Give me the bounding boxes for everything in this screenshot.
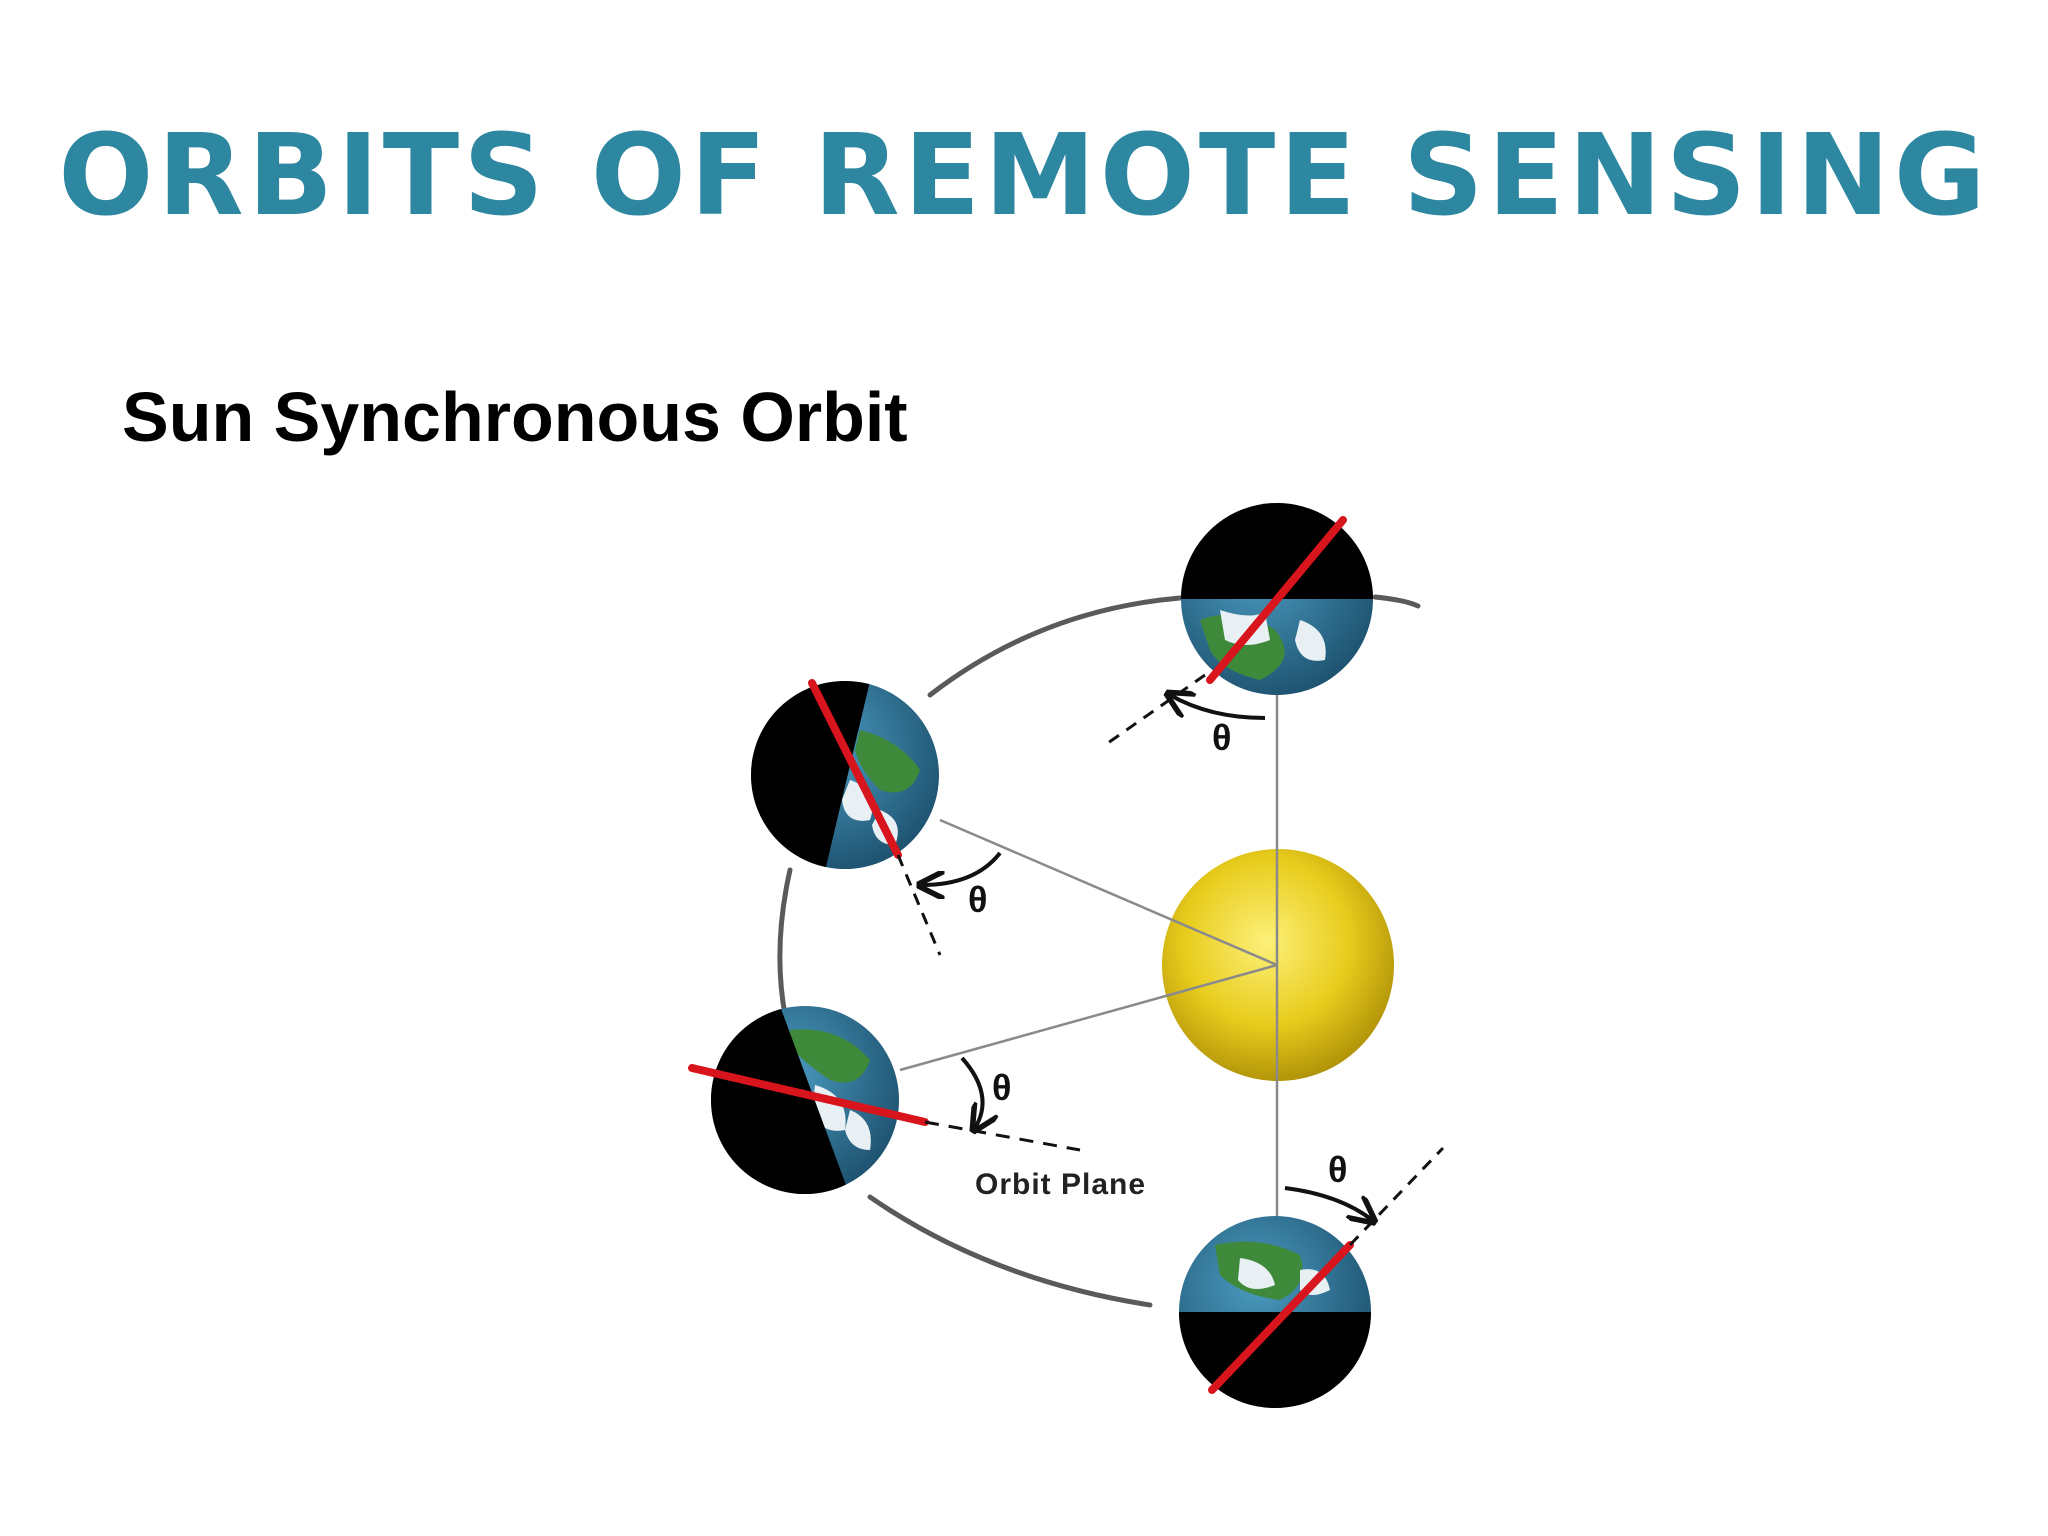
earth-top-axis (1206, 516, 1347, 684)
orbit-plane-label: Orbit Plane (975, 1168, 1146, 1201)
earth-bottom (1179, 1146, 1445, 1408)
earth-top (1104, 503, 1373, 747)
theta-label-lower-left: θ (992, 1067, 1011, 1108)
angle-arrows (922, 695, 1372, 1220)
slide-subtitle: Sun Synchronous Orbit (122, 378, 908, 456)
slide-title: ORBITS OF REMOTE SENSING (58, 111, 1990, 241)
sun-lines (899, 695, 1279, 1220)
theta-label-upper-left: θ (968, 879, 987, 920)
earth-lower-left-axis (688, 1064, 929, 1126)
theta-label-bottom: θ (1328, 1149, 1347, 1190)
earth-lower-left (688, 1006, 1081, 1194)
earth-upper-left (751, 679, 942, 956)
orbit-path (777, 594, 1421, 1308)
earth-bottom-axis (1208, 1241, 1354, 1394)
theta-label-top: θ (1212, 717, 1231, 758)
earth-upper-left-axis (808, 679, 902, 859)
